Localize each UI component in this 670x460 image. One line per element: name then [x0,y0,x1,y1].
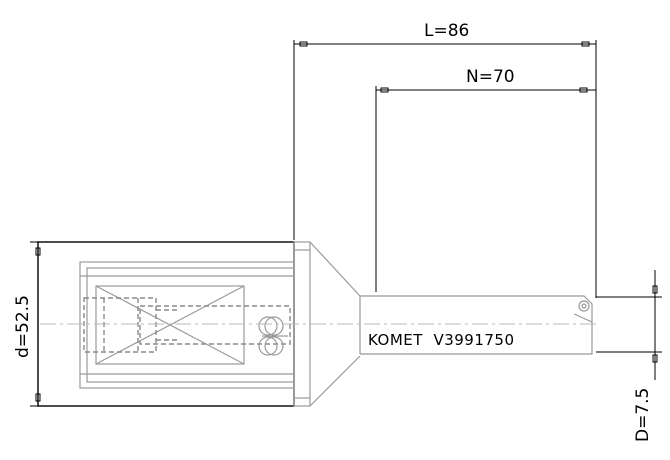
tool-label: KOMET V3991750 [368,331,515,349]
boring-bar: KOMET V3991750 [359,295,593,355]
dimension-d-text: d=52.5 [13,295,33,358]
dimension-D-text: D=7.5 [633,388,653,442]
dimension-L: L=86 [293,21,597,298]
dimension-L-text: L=86 [424,21,469,41]
dimension-N: N=70 [375,67,596,292]
dimension-N-text: N=70 [466,67,515,87]
dimension-D: D=7.5 [596,270,662,442]
